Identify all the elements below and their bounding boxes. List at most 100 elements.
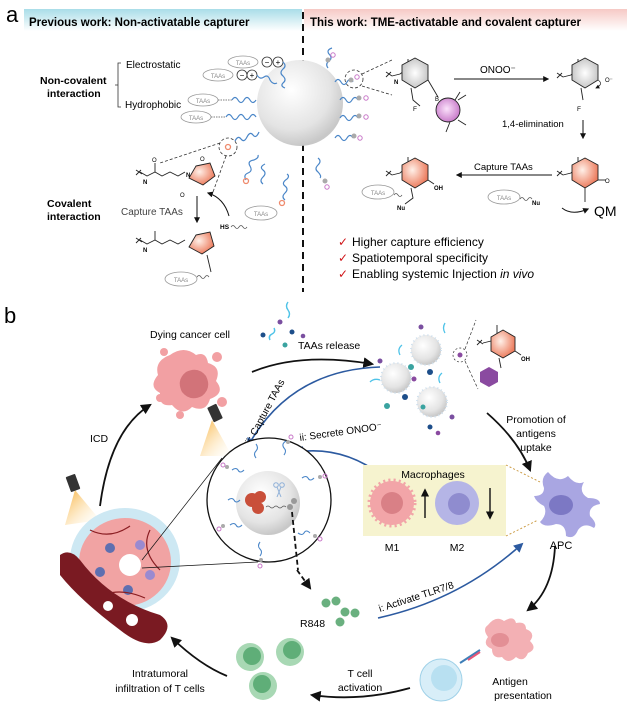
apc-cell — [534, 472, 600, 538]
noncovalent-title: Non-covalent — [40, 75, 107, 87]
benefit-item: Higher capture efficiency — [352, 235, 484, 249]
taa-tag — [361, 184, 395, 200]
capture-label-right: Capture TAAs — [474, 162, 533, 173]
antigen-presentation-line2: presentation — [494, 690, 552, 702]
connector-line — [505, 464, 541, 483]
zoom-line — [361, 85, 393, 96]
svg-text:TAAs: TAAs — [211, 74, 225, 80]
covalent-subtitle: interaction — [47, 211, 101, 223]
activate-step-arrow — [377, 542, 524, 619]
taa-tag — [164, 271, 198, 287]
atom-nh: N — [143, 248, 147, 254]
atom-b: B — [435, 97, 439, 103]
boronate-heads — [322, 52, 369, 190]
right-header-title: This work: TME-activatable and covalent … — [310, 17, 581, 29]
elimination-label: 1,4-elimination — [502, 119, 564, 130]
taa-electrostatic-2: TAAs − + — [202, 68, 258, 82]
atom-nu: Nu — [397, 206, 405, 212]
promotion-line2: antigens — [516, 428, 556, 440]
bracket — [115, 62, 121, 108]
taa-tag-label: TAAs — [371, 191, 385, 197]
taa-tag-label: TAAs — [254, 212, 268, 218]
maleimide-structure — [135, 163, 186, 177]
zoom-line — [159, 142, 221, 164]
svg-text:+: + — [250, 71, 255, 80]
captured-structure — [476, 325, 522, 387]
electrostatic-label: Electrostatic — [126, 60, 180, 71]
nanoparticle-cluster — [369, 319, 479, 436]
polymer-chains — [225, 47, 359, 201]
linker — [196, 275, 210, 279]
right-header-bg — [304, 9, 627, 31]
qm-label: QM — [594, 203, 617, 219]
infiltration-line2: infiltration of T cells — [115, 683, 205, 695]
phenolate-intermediate — [556, 57, 601, 101]
linker — [230, 225, 248, 229]
capture-step-arrow — [247, 366, 381, 448]
capture-taas-label: Capture TAAs — [121, 207, 183, 218]
zoom-line — [212, 155, 227, 193]
benefit-list: ✓ Higher capture efficiency ✓ Spatiotemp… — [338, 235, 534, 281]
dendritic-cell — [485, 618, 534, 661]
infiltration-arrow — [170, 636, 228, 677]
m1-label: M1 — [385, 542, 400, 554]
dying-cancer-cell — [153, 348, 227, 419]
taa-electrostatic-1: TAAs − + — [227, 55, 284, 69]
atom-nu: Nu — [532, 201, 540, 207]
release-r848-arrow — [296, 569, 312, 590]
taa-tag-label: TAAs — [497, 196, 511, 202]
captured-adduct — [385, 157, 435, 205]
taa-tag-label: TAAs — [174, 278, 188, 284]
quinone-methide — [556, 157, 606, 202]
atom-o: O — [180, 193, 185, 199]
r848-label: R848 — [300, 618, 325, 630]
release-arrow — [251, 357, 375, 373]
noncovalent-subtitle: interaction — [47, 88, 101, 100]
atom-f: F — [577, 106, 581, 113]
atom-o-minus: O⁻ — [605, 78, 613, 84]
svg-text:−: − — [240, 71, 245, 80]
taas-release-label: TAAs release — [298, 340, 360, 352]
t-cell-activation-line2: activation — [338, 682, 383, 694]
taa-tag — [487, 189, 521, 205]
check-icon: ✓ — [338, 251, 348, 265]
t-cell-presenting — [419, 649, 481, 702]
dying-cell-label: Dying cancer cell — [150, 329, 230, 341]
atom-oh: OH — [434, 186, 443, 192]
m1-macrophage — [367, 478, 417, 528]
captured-antigen — [245, 491, 297, 514]
m2-macrophage — [435, 481, 479, 525]
benefit-item: Spatiotemporal specificity — [352, 251, 488, 265]
magnify-line — [141, 457, 223, 561]
atom-o: O — [605, 179, 610, 185]
atom-nh: N — [394, 80, 398, 86]
thiosuccinimide-ring — [188, 231, 215, 255]
secrete-step-label: ii: Secrete ONOO⁻ — [299, 422, 383, 444]
atom-o: O — [200, 157, 205, 163]
boronate-probe — [385, 57, 467, 133]
atom-f: F — [413, 106, 417, 113]
promotion-line3: uptake — [520, 442, 552, 454]
panel-a-label: a — [6, 2, 19, 27]
t-cells — [236, 638, 304, 700]
maleimide-ring — [188, 162, 216, 186]
svg-text:TAAs: TAAs — [236, 61, 250, 67]
zoom-line — [361, 59, 393, 75]
zoom-circle-left — [218, 137, 238, 157]
taa-tag — [244, 205, 278, 221]
circulating-nanoparticle — [103, 601, 113, 611]
taa-hydrophobic-1: TAAs — [187, 93, 232, 107]
light-source-top — [200, 403, 232, 456]
panel-b-label: b — [4, 303, 16, 328]
hydrophobic-label: Hydrophobic — [125, 100, 181, 111]
oxidant-label: ONOO⁻ — [480, 65, 516, 76]
magnified-chains — [227, 440, 315, 557]
light-source-left — [65, 474, 100, 525]
thiol-attack-arrow — [206, 191, 230, 217]
circulating-nanoparticle — [126, 614, 138, 626]
magnified-core — [236, 471, 300, 535]
infiltration-line1: Intratumoral — [132, 668, 188, 680]
atom-nh: N — [143, 180, 147, 186]
linker — [519, 197, 533, 201]
